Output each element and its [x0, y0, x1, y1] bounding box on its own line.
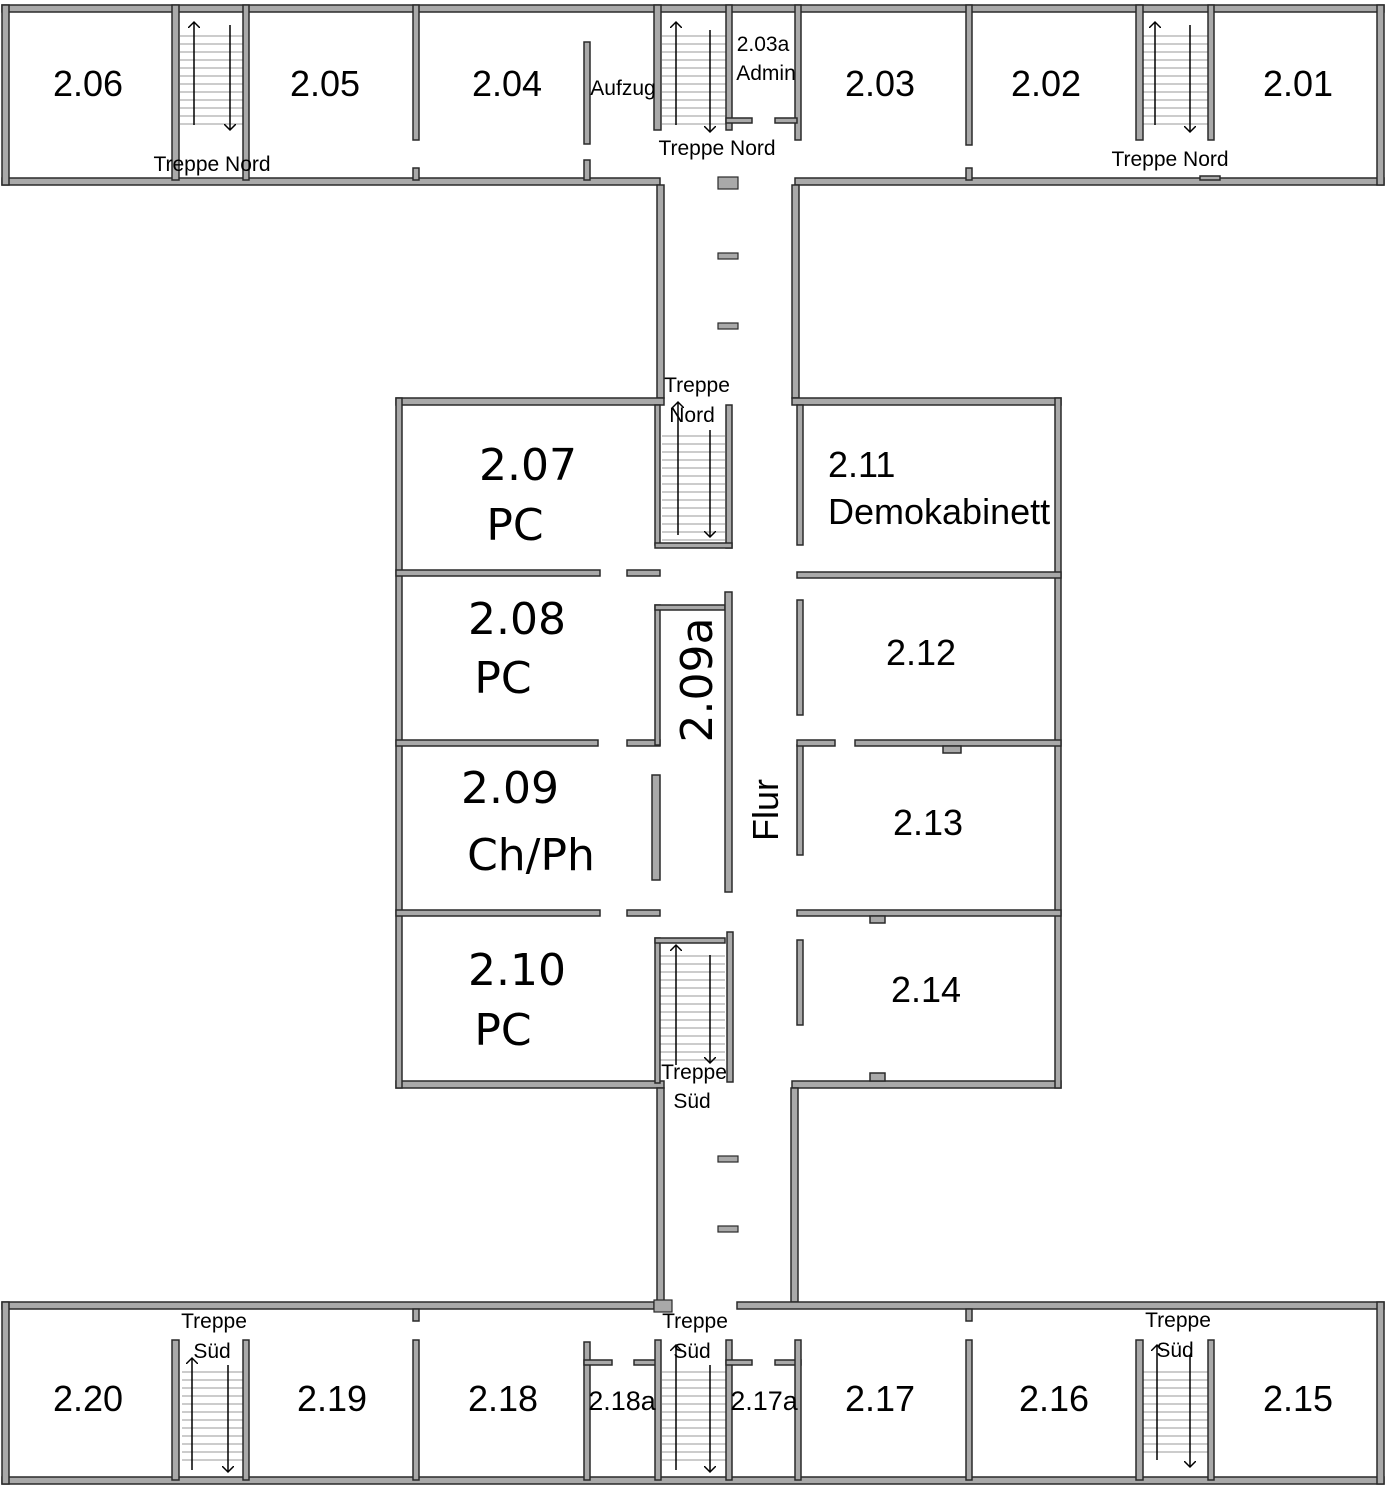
bottom-wing: 2.20 2.19 2.18 2.17 2.16 2.15 2.18a 2.17…: [1, 1299, 1385, 1485]
north-corridor: [656, 184, 800, 399]
stair-label: Treppe Nord: [658, 137, 775, 160]
room-2-03: 2.03: [845, 63, 915, 104]
elevator-label: Aufzug: [590, 77, 655, 100]
room-2-07: 2.07: [479, 440, 577, 491]
room-2-09a: 2.09a: [672, 618, 723, 743]
stair-label: Süd: [1156, 1339, 1193, 1362]
room-2-06: 2.06: [53, 63, 123, 104]
stair-label: Treppe Nord: [1111, 148, 1228, 171]
room-2-01: 2.01: [1263, 63, 1333, 104]
room-2-20: 2.20: [53, 1378, 123, 1419]
room-2-19: 2.19: [297, 1378, 367, 1419]
stair-label: Süd: [193, 1340, 230, 1363]
stair-hatching: [180, 35, 1208, 130]
room-2-12: 2.12: [886, 632, 956, 673]
corridor-label: Flur: [745, 779, 786, 841]
room-2-18: 2.18: [468, 1378, 538, 1419]
stair-label: Treppe: [662, 1310, 728, 1333]
room-2-13: 2.13: [893, 802, 963, 843]
stair-label: Süd: [673, 1090, 710, 1113]
room-2-17a: 2.17a: [730, 1386, 799, 1416]
room-2-14: 2.14: [891, 969, 961, 1010]
walls: [1, 1299, 1385, 1485]
room-2-16: 2.16: [1019, 1378, 1089, 1419]
stair-label: Treppe: [181, 1310, 247, 1333]
stair-label: Treppe: [661, 1061, 727, 1084]
walls: [1, 4, 1385, 190]
stair-label: Treppe Nord: [153, 153, 270, 176]
room-2-11: 2.11: [828, 444, 895, 485]
stair-label: Süd: [673, 1340, 710, 1363]
room-2-10-type: PC: [474, 1005, 531, 1056]
middle-wing: 2.07 PC 2.08 PC 2.09 Ch/Ph 2.10 PC 2.09a…: [395, 374, 1062, 1113]
walls: [395, 397, 1062, 1089]
south-corridor: [656, 1087, 799, 1303]
room-2-03a: 2.03a: [737, 33, 790, 56]
top-wing: 2.06 2.05 2.04 2.03 2.02 2.01 Aufzug 2.0…: [1, 4, 1385, 190]
room-2-09: 2.09: [461, 763, 559, 814]
stair-label: Treppe: [664, 374, 730, 397]
room-2-05: 2.05: [290, 63, 360, 104]
room-2-04: 2.04: [472, 63, 542, 104]
room-2-08-type: PC: [474, 653, 531, 704]
stair-label: Treppe: [1145, 1309, 1211, 1332]
stair-label: Nord: [669, 404, 715, 427]
room-2-11-type: Demokabinett: [828, 491, 1050, 532]
room-2-15: 2.15: [1263, 1378, 1333, 1419]
room-2-08: 2.08: [468, 594, 566, 645]
room-2-02: 2.02: [1011, 63, 1081, 104]
room-2-07-type: PC: [486, 500, 543, 551]
stair-arrows: [194, 22, 1190, 132]
room-2-17: 2.17: [845, 1378, 915, 1419]
room-2-10: 2.10: [468, 945, 566, 996]
room-2-09-type: Ch/Ph: [467, 830, 595, 881]
admin-label: Admin: [736, 62, 796, 85]
room-2-18a: 2.18a: [588, 1386, 657, 1416]
